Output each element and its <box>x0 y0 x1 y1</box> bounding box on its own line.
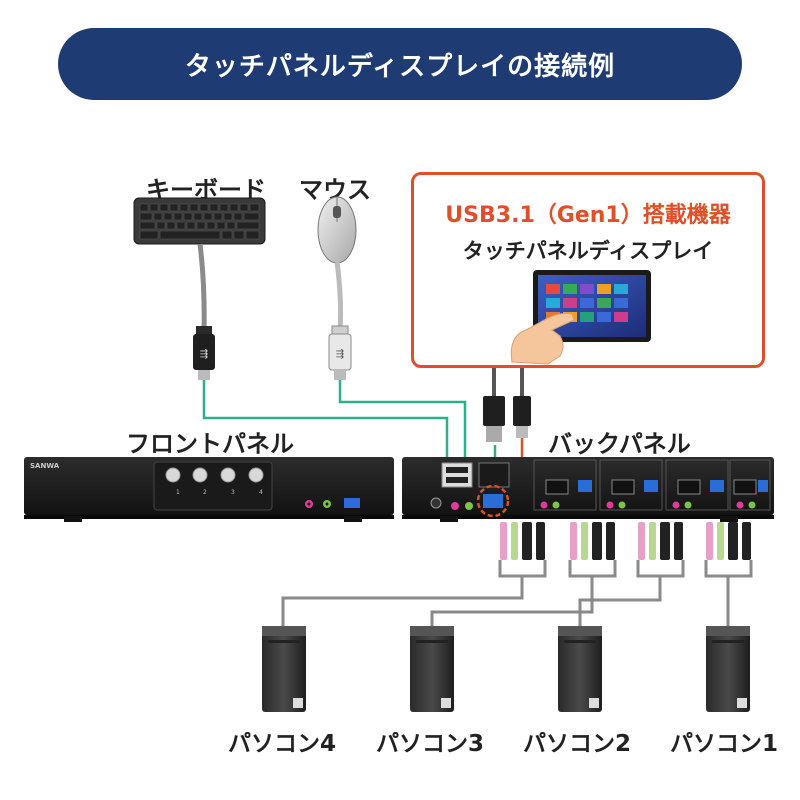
kvm-front-panel: 1 2 3 4 SANWA <box>24 457 394 522</box>
displayport-plug-display <box>483 396 505 442</box>
back-panel-label: バックパネル <box>548 430 691 458</box>
pc-1-label: パソコン1 <box>670 731 779 757</box>
title-banner: タッチパネルディスプレイの接続例 <box>58 28 742 100</box>
pc-2-icon <box>558 626 602 712</box>
pc-4-label: パソコン4 <box>228 731 337 757</box>
page-title: タッチパネルディスプレイの接続例 <box>184 51 616 82</box>
pc-4-icon <box>262 626 306 712</box>
kvm-back-panel <box>402 457 774 522</box>
usb-plug-display <box>513 396 531 438</box>
pc-3-label: パソコン3 <box>376 731 485 757</box>
front-button-number-1: 1 <box>176 489 180 496</box>
svg-text:⇶: ⇶ <box>336 348 344 360</box>
pc-2-label: パソコン2 <box>523 731 632 757</box>
front-button-number-4: 4 <box>259 489 263 496</box>
touch-display-icon <box>510 270 651 365</box>
pc-cable-plugs <box>500 522 751 560</box>
front-button-number-3: 3 <box>231 489 235 496</box>
mouse-icon <box>317 196 357 264</box>
front-panel-label: フロントパネル <box>126 430 294 458</box>
usb-plug-mouse: ⇶ <box>328 325 352 380</box>
pc-3-icon <box>410 626 454 712</box>
front-button-number-2: 2 <box>203 489 207 496</box>
svg-text:⇶: ⇶ <box>200 348 208 360</box>
front-panel-logo: SANWA <box>30 462 60 470</box>
pc-1-icon <box>706 626 750 712</box>
keyboard-icon <box>133 197 266 245</box>
display-headline: USB3.1（Gen1）搭載機器 <box>445 203 731 228</box>
usb-plug-keyboard: ⇶ <box>193 326 215 380</box>
display-subtitle: タッチパネルディスプレイ <box>462 239 714 263</box>
